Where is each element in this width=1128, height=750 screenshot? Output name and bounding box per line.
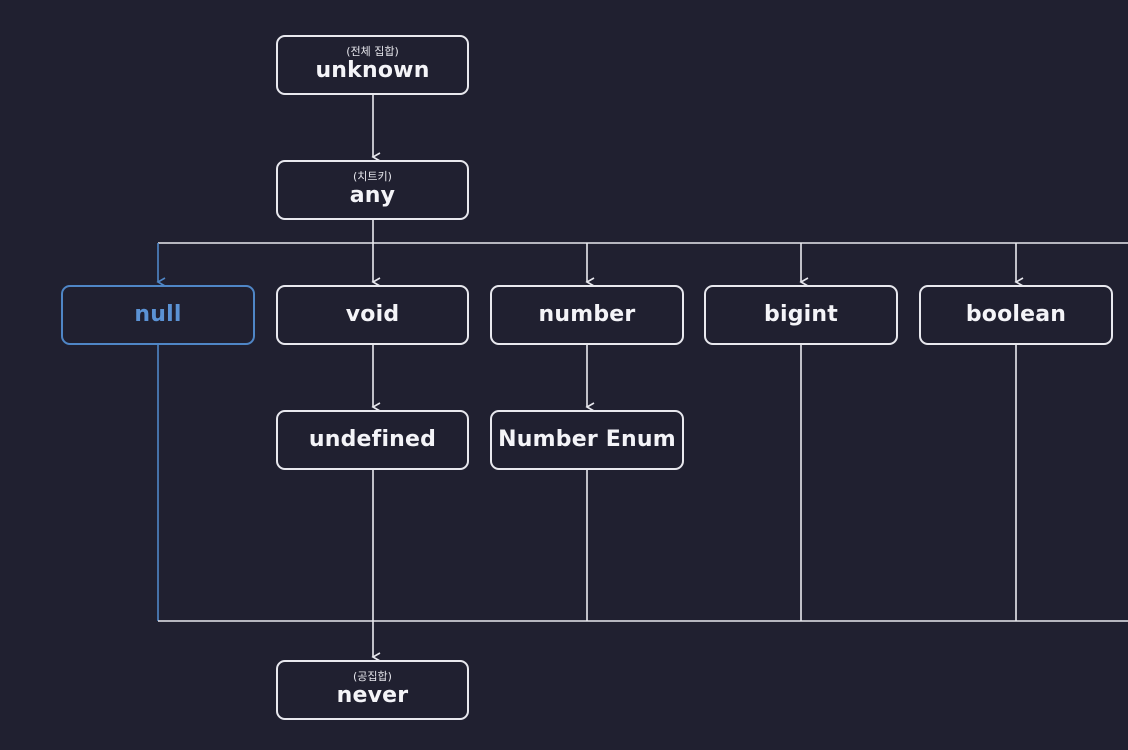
node-bigint: bigint: [704, 285, 898, 345]
node-undefined-label: undefined: [308, 427, 437, 452]
node-boolean: boolean: [919, 285, 1113, 345]
node-unknown: (전체 집합) unknown: [276, 35, 469, 95]
node-never-subtitle: (공집합): [353, 669, 392, 683]
node-number-enum: Number Enum: [490, 410, 684, 470]
node-number-label: number: [538, 302, 636, 327]
node-any-subtitle: (치트키): [353, 169, 392, 183]
node-number: number: [490, 285, 684, 345]
node-bigint-label: bigint: [764, 302, 838, 327]
node-never: (공집합) never: [276, 660, 469, 720]
node-undefined: undefined: [276, 410, 469, 470]
node-any-label: any: [349, 182, 396, 208]
node-null-label: null: [134, 302, 182, 327]
node-number-enum-label: Number Enum: [498, 427, 676, 452]
node-void: void: [276, 285, 469, 345]
node-null: null: [61, 285, 255, 345]
node-unknown-subtitle: (전체 집합): [346, 44, 399, 58]
node-boolean-label: boolean: [965, 302, 1067, 327]
node-never-label: never: [336, 682, 409, 708]
node-unknown-label: unknown: [315, 57, 430, 83]
node-void-label: void: [345, 302, 400, 327]
node-any: (치트키) any: [276, 160, 469, 220]
